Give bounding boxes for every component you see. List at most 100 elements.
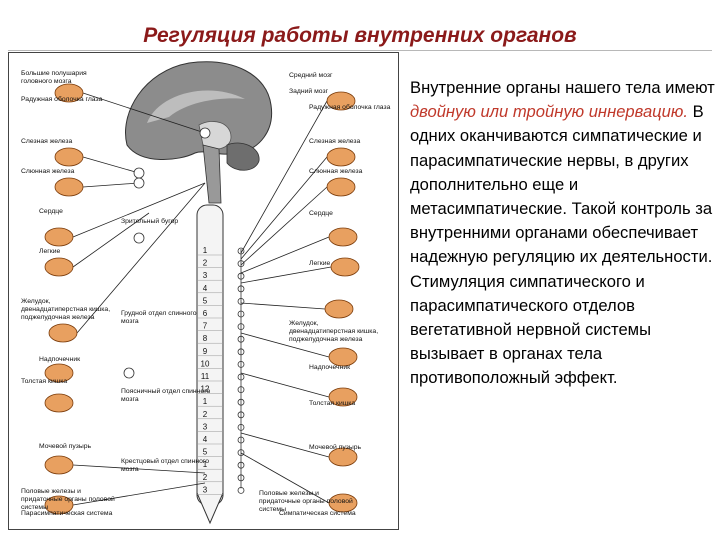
- sympathetic-nerve: [240, 372, 330, 398]
- parasympathetic-ganglion: [123, 367, 135, 379]
- figure-left-label: Сердце: [39, 208, 63, 215]
- salivary-gland-icon: [54, 177, 84, 197]
- spinal-segment-number: 5: [203, 296, 208, 305]
- figure-left-label: Крестцовый отдел спинного: [121, 457, 209, 465]
- figure-left-label: придаточные органы половой: [21, 495, 115, 503]
- figure-left-label: Слезная железа: [21, 138, 73, 145]
- lung-icon: [330, 257, 360, 277]
- parasympathetic-nerve: [82, 156, 140, 174]
- sympathetic-nerve: [240, 186, 328, 266]
- eye-iris-icon: [326, 91, 356, 111]
- figure-right-label: Легкие: [309, 260, 330, 267]
- figure-right-label: Желудок,: [289, 320, 319, 327]
- heart-icon: [44, 227, 74, 247]
- figure-left-label: Слюнная железа: [21, 168, 75, 175]
- figure-left-label: Надпочечник: [39, 356, 80, 363]
- spinal-segment-number: 8: [203, 334, 208, 343]
- figure-right-label: Средний мозг: [289, 71, 333, 79]
- figure-right-label: Половые железы и: [259, 490, 319, 497]
- figure-right-label: Толстая кишка: [309, 400, 355, 407]
- colon-icon: [328, 387, 358, 407]
- figure-left-label: Парасимпатическая система: [21, 510, 113, 517]
- heart-icon: [328, 227, 358, 247]
- spinal-segment-number: 12: [201, 385, 210, 394]
- sympathetic-nerve: [240, 236, 330, 274]
- figure-right-label: Мочевой пузырь: [309, 443, 362, 451]
- figure-right-label: Радужная оболочка глаза: [309, 103, 391, 111]
- spinal-segment-number: 1: [203, 246, 208, 255]
- figure-left-label: Легкие: [39, 248, 60, 255]
- figure-left-label: Половые железы и: [21, 488, 81, 495]
- spinal-segment-number: 4: [203, 284, 208, 293]
- parasympathetic-nerve: [72, 482, 206, 506]
- salivary-gland-icon: [326, 177, 356, 197]
- title-divider: [8, 50, 712, 51]
- spinal-segment-number: 10: [201, 359, 210, 368]
- spinal-segment-number: 5: [203, 448, 208, 457]
- parasympathetic-ganglion: [199, 127, 211, 139]
- sympathetic-nerve: [240, 302, 326, 310]
- figure-left-label: Радужная оболочка глаза: [21, 95, 103, 103]
- figure-right-label: Задний мозг: [289, 87, 329, 95]
- tear-gland-icon: [326, 147, 356, 167]
- body-text-emphasis: двойную или тройную иннервацию.: [410, 102, 688, 122]
- parasympathetic-nerve: [72, 182, 206, 238]
- spinal-segment-number: 1: [203, 460, 208, 469]
- adrenal-icon: [328, 347, 358, 367]
- figure-right-label: системы: [259, 506, 286, 513]
- parasympathetic-nerve: [72, 464, 206, 474]
- spinal-segment-number: 7: [203, 322, 208, 331]
- spinal-segment-number: 2: [203, 410, 208, 419]
- figure-left-label: мозга: [121, 396, 139, 403]
- spinal-segment-number: 4: [203, 435, 208, 444]
- parasympathetic-ganglion: [133, 232, 145, 244]
- stomach-icon: [48, 323, 78, 343]
- parasympathetic-nerve: [76, 182, 206, 334]
- body-text-part2: В одних оканчиваются симпатические и пар…: [410, 102, 713, 388]
- brain-illustration: [125, 61, 273, 204]
- figure-left-label: двенадцатиперстная кишка,: [21, 306, 110, 313]
- bladder-icon: [44, 455, 74, 475]
- spinal-segment-number: 1: [203, 397, 208, 406]
- figure-right-label: двенадцатиперстная кишка,: [289, 328, 378, 335]
- sympathetic-nerve: [240, 156, 328, 260]
- bladder-icon: [328, 447, 358, 467]
- figure-left-label: головного мозга: [21, 78, 72, 85]
- figure-left-label: Грудной отдел спинного: [121, 309, 197, 317]
- figure-left-label: Поясничный отдел спинного: [121, 387, 211, 395]
- spinal-segment-number: 6: [203, 309, 208, 318]
- figure-left-label: поджелудочная железа: [21, 314, 95, 321]
- sympathetic-nerve: [240, 332, 330, 358]
- spinal-segment-number: 2: [203, 473, 208, 482]
- spinal-segment-number: 3: [203, 422, 208, 431]
- figure-left-label: Зрительный бугор: [121, 217, 178, 225]
- figure-right-label: поджелудочная железа: [289, 336, 363, 343]
- figure-right-label: Слюнная железа: [309, 168, 363, 175]
- figure-left-label: системы: [21, 504, 48, 511]
- sympathetic-nerve: [240, 432, 330, 458]
- spinal-segment-number: 11: [201, 372, 210, 381]
- spinal-segment-number: 3: [203, 271, 208, 280]
- figure-right-label: Надпочечник: [309, 364, 350, 371]
- spinal-segment-number: 9: [203, 347, 208, 356]
- figure-left-label: Толстая кишка: [21, 378, 67, 385]
- stomach-icon: [324, 299, 354, 319]
- figure-right-label: Симпатическая система: [279, 510, 356, 517]
- sympathetic-nerve: [240, 452, 330, 504]
- slide-title: Регуляция работы внутренних органов: [143, 24, 577, 47]
- figure-left-label: Желудок,: [21, 298, 51, 305]
- figure-left-label: Большие полушария: [21, 70, 87, 77]
- figure-left-label: мозга: [121, 318, 139, 325]
- spinal-segment-number: 2: [203, 259, 208, 268]
- parasympathetic-nerve: [72, 212, 150, 268]
- parasympathetic-ganglion: [133, 167, 145, 179]
- tear-gland-icon: [54, 147, 84, 167]
- lung-icon: [44, 257, 74, 277]
- figure-left-label: Мочевой пузырь: [39, 442, 92, 450]
- figure-right-label: придаточные органы половой: [259, 497, 353, 505]
- figure-right-label: Слезная железа: [309, 138, 361, 145]
- eye-iris-icon: [54, 83, 84, 103]
- gonad-icon: [44, 495, 74, 515]
- gonad-icon: [328, 493, 358, 513]
